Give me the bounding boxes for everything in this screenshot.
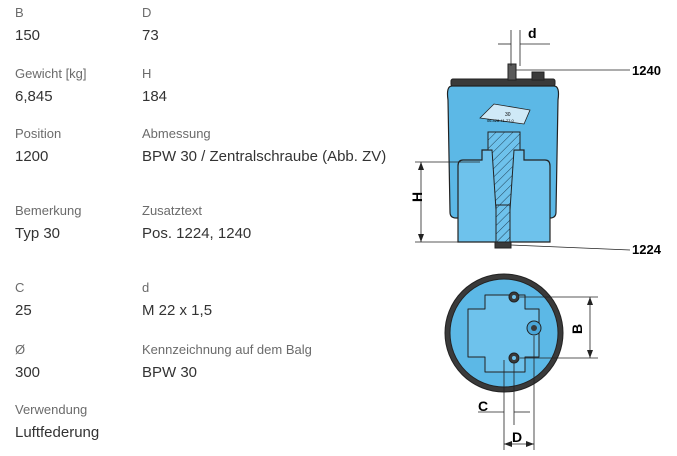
spec-value: 25	[15, 302, 32, 319]
spec-value: 1200	[15, 148, 49, 165]
top-view: B C D	[444, 273, 598, 450]
callout-line-bottom	[510, 244, 631, 251]
spec-label: D	[142, 5, 152, 20]
spec-label: Position	[15, 126, 62, 141]
callout-top: 1240	[632, 63, 661, 78]
lower-stud	[495, 204, 511, 243]
spec-value: Pos. 1224, 1240	[142, 225, 252, 242]
spec-value: 6,845	[15, 88, 53, 105]
marking-badge	[479, 103, 531, 125]
spec-label: Gewicht [kg]	[15, 66, 87, 81]
spec-h: H 184	[142, 66, 167, 106]
callout-bottom: 1224	[632, 242, 662, 257]
spec-value: Typ 30	[15, 225, 61, 242]
spec-value: 184	[142, 88, 168, 105]
spec-usage: Verwendung Luftfederung	[15, 402, 99, 442]
air-spring-drawing: 30 06.428.41.77.0 d 1240 H 1224	[409, 25, 662, 450]
spec-weight: Gewicht [kg] 6,845	[15, 66, 87, 106]
spec-value: 300	[15, 364, 41, 381]
spec-label: Abmessung	[142, 126, 211, 141]
top-stud	[507, 63, 517, 81]
spec-remark: Bemerkung Typ 30	[15, 203, 81, 243]
spec-label: Ø	[15, 342, 26, 357]
spec-value: BPW 30	[142, 364, 198, 381]
spec-marking: Kennzeichnung auf dem Balg BPW 30	[142, 342, 312, 382]
spec-value: Luftfederung	[15, 424, 100, 441]
spec-label: Kennzeichnung auf dem Balg	[142, 342, 312, 357]
spec-value: BPW 30 / Zentralschraube (Abb. ZV)	[142, 148, 387, 165]
dimension-D-label: D	[512, 429, 522, 445]
cross-recess	[467, 294, 540, 373]
spec-additional-text: Zusatztext Pos. 1224, 1240	[142, 203, 251, 243]
dimension-h-label: H	[409, 192, 425, 202]
spec-label: Bemerkung	[15, 203, 82, 218]
spec-position: Position 1200	[15, 126, 61, 166]
side-view: 30 06.428.41.77.0 d 1240 H 1224	[409, 25, 662, 257]
spec-value: 73	[142, 27, 159, 44]
badge-number: 30	[505, 112, 511, 118]
spec-label: H	[142, 66, 152, 81]
spec-d-upper: D 73	[142, 5, 159, 45]
dimension-b-label: B	[569, 324, 585, 334]
spec-label: Zusatztext	[142, 203, 202, 218]
spec-diameter: Ø 300	[15, 342, 40, 382]
spec-label: C	[15, 280, 25, 295]
spec-label: d	[142, 280, 150, 295]
spec-label: Verwendung	[15, 402, 88, 417]
spec-value: M 22 x 1,5	[142, 302, 213, 319]
badge-code: 06.428.41.77.0	[487, 118, 514, 123]
spec-c: C 25	[15, 280, 32, 320]
air-connection	[531, 71, 545, 81]
spec-d-thread: d M 22 x 1,5	[142, 280, 212, 320]
spec-b: B 150	[15, 5, 40, 45]
bottom-nut	[494, 241, 512, 249]
spec-dimension: Abmessung BPW 30 / Zentralschraube (Abb.…	[142, 126, 386, 166]
dimension-c-label: C	[478, 398, 488, 414]
spec-label: B	[15, 5, 24, 20]
spec-value: 150	[15, 27, 41, 44]
dimension-d-label: d	[528, 25, 537, 41]
